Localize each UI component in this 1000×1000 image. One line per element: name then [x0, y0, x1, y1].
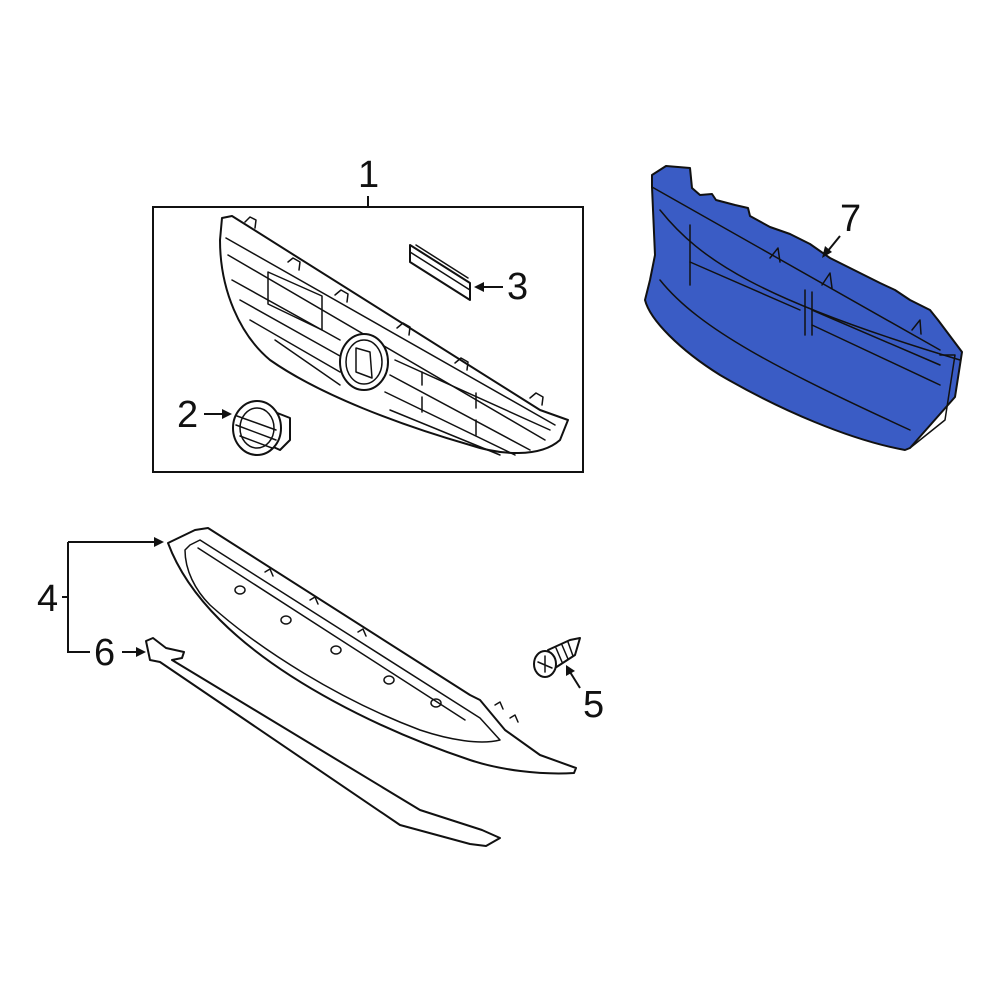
callout-label-4: 4	[37, 578, 59, 620]
grille-assembly-group	[152, 196, 584, 473]
molding-strip-part[interactable]	[409, 244, 471, 301]
callout-label-5: 5	[583, 684, 605, 726]
callout-bracket-4-6	[62, 537, 164, 657]
screw-part[interactable]	[533, 637, 581, 678]
lower-grille-part[interactable]	[167, 527, 577, 775]
callout-label-7: 7	[840, 198, 862, 240]
callout-label-6: 6	[94, 632, 116, 674]
upper-grille-part[interactable]	[219, 215, 569, 456]
grille-reinforcement-part[interactable]	[644, 165, 963, 451]
callout-label-3: 3	[507, 266, 529, 308]
callout-arrow-7	[822, 235, 841, 258]
callout-arrow-2	[204, 409, 232, 419]
callout-label-1: 1	[358, 154, 380, 196]
callout-label-2: 2	[177, 394, 199, 436]
lower-molding-strip-part[interactable]	[145, 637, 501, 847]
callout-arrow-3	[474, 282, 503, 292]
emblem-part[interactable]	[232, 400, 291, 456]
callout-arrow-5	[566, 665, 581, 689]
